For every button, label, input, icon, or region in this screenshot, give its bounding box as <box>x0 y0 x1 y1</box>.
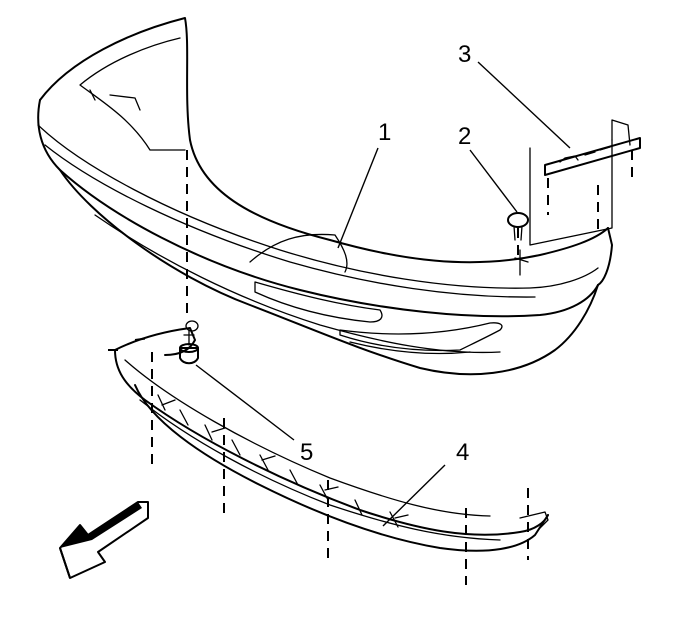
callout-5-label: 5 <box>300 439 313 466</box>
bumper-fascia <box>37 17 613 376</box>
bolt-fastener <box>179 320 199 365</box>
lower-valance <box>114 327 549 552</box>
push-pin-retainer <box>507 212 529 241</box>
front-direction-arrow-icon <box>59 501 149 579</box>
retainer-bracket <box>544 119 641 176</box>
callout-3-label: 3 <box>458 41 471 68</box>
callout-2-label: 2 <box>458 123 471 150</box>
leader-lines <box>195 61 571 527</box>
assembly-guide-lines <box>108 150 633 585</box>
callout-1-label: 1 <box>378 119 391 146</box>
callout-4-label: 4 <box>456 439 469 466</box>
